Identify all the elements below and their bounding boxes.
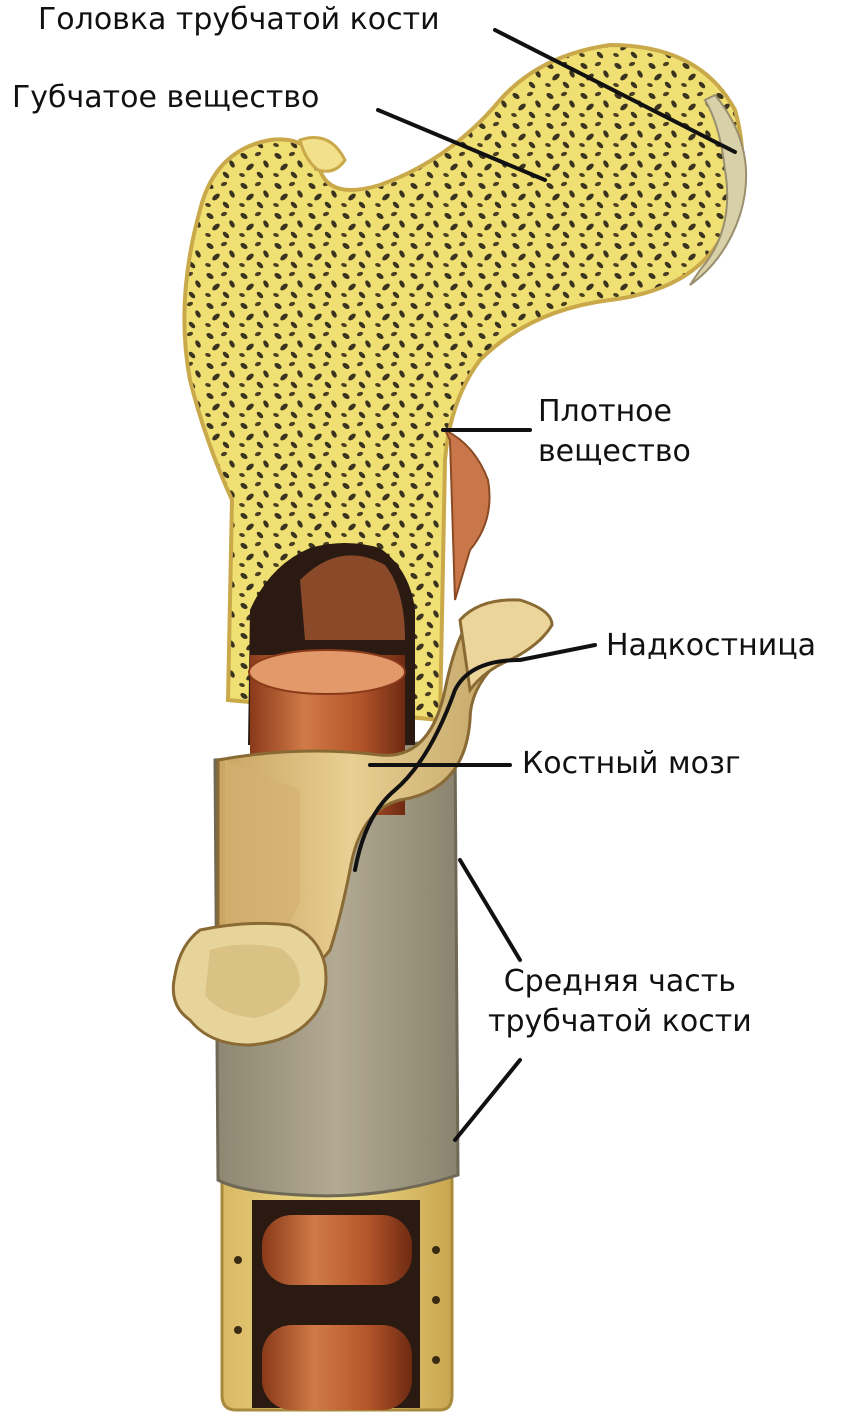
compact-bone-ridge (445, 430, 490, 600)
leader-line-shaft-upper (460, 860, 520, 960)
periosteum-flap (173, 923, 326, 1045)
label-shaft-line2: трубчатой кости (488, 1002, 752, 1042)
label-shaft: Средняя часть трубчатой кости (488, 962, 752, 1042)
lower-shaft (222, 1170, 452, 1410)
label-head: Головка трубчатой кости (38, 0, 440, 40)
label-marrow: Костный мозг (522, 744, 741, 784)
label-periosteum: Надкостница (606, 626, 816, 666)
label-shaft-line1: Средняя часть (488, 962, 752, 1002)
label-compact: Плотное вещество (538, 392, 691, 472)
label-spongy: Губчатое вещество (12, 78, 319, 118)
label-compact-line1: Плотное (538, 392, 691, 432)
label-compact-line2: вещество (538, 432, 691, 472)
leader-line-shaft-lower (455, 1060, 520, 1140)
